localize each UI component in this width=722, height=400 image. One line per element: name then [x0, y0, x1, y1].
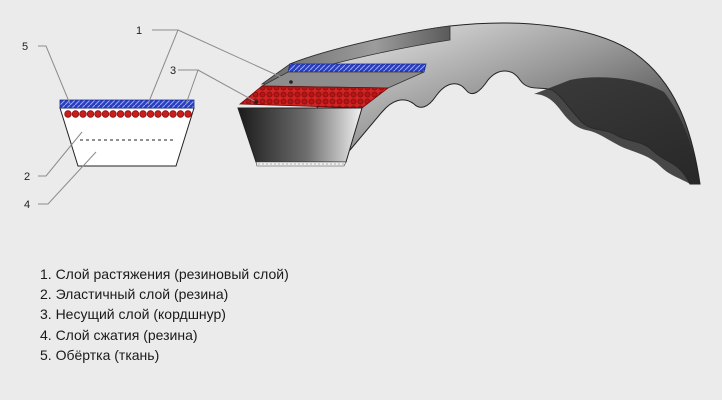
cord-strand — [64, 110, 72, 118]
layer-legend: 1. Слой растяжения (резиновый слой) 2. Э… — [40, 264, 289, 365]
belt-3d-section — [237, 22, 701, 185]
section-wrapper-fabric — [59, 99, 195, 109]
leader-lines — [38, 29, 293, 205]
cord-strand — [169, 110, 177, 118]
belt-front-face — [237, 107, 363, 163]
callout-5: 5 — [22, 41, 28, 53]
cord-strand — [109, 110, 117, 118]
callout-2: 2 — [24, 171, 30, 183]
legend-item-compression-layer: 4. Слой сжатия (резина) — [40, 326, 198, 343]
belt-wrapper-fabric — [287, 63, 427, 73]
cord-strand — [71, 110, 80, 118]
belt-teeth-shadow — [534, 77, 700, 184]
callout-3: 3 — [170, 65, 176, 77]
belt-cross-section — [59, 99, 195, 167]
cord-strand — [79, 110, 87, 118]
cord-strand — [124, 110, 132, 118]
cord-strand — [176, 110, 185, 118]
cord-strand — [161, 110, 170, 118]
section-cords — [64, 110, 192, 118]
belt-diagram: 1 5 3 2 4 — [22, 22, 701, 211]
cord-strand — [94, 110, 102, 118]
cord-strand — [154, 110, 162, 118]
cord-strand — [86, 110, 95, 118]
cord-strand — [101, 110, 110, 118]
legend-item-tension-layer: 1. Слой растяжения (резиновый слой) — [40, 266, 289, 282]
callout-4: 4 — [24, 199, 30, 211]
legend-item-cord-layer: 3. Несущий слой (кордшнур) — [40, 306, 226, 323]
legend-item-wrapper: 5. Обёртка (ткань) — [40, 346, 160, 363]
belt-bottom-strip — [255, 161, 347, 167]
cord-strand — [139, 110, 147, 118]
cord-strand — [146, 110, 155, 118]
cord-strand — [184, 110, 192, 118]
cord-strand — [116, 110, 125, 118]
cord-strand — [131, 110, 140, 118]
callout-1: 1 — [136, 25, 142, 37]
belt-cord-layer — [238, 85, 390, 109]
legend-item-elastic-layer: 2. Эластичный слой (резина) — [40, 286, 229, 303]
